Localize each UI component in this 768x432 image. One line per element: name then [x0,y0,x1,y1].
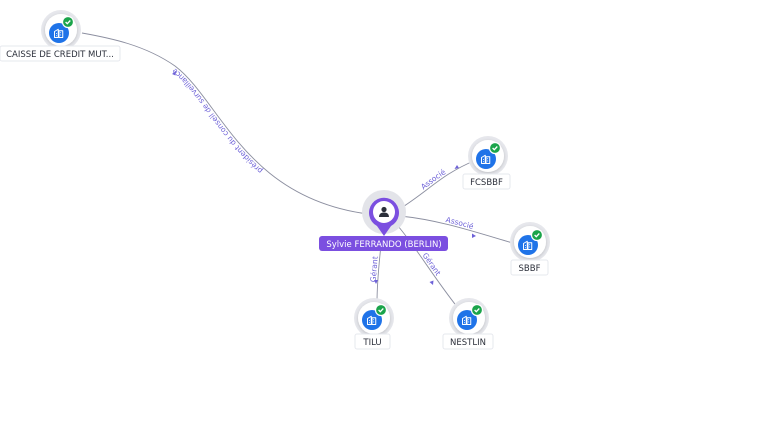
edge-label-tilu: Gérant [369,256,380,283]
arrow-sbbf [472,233,476,238]
company-label-nestlin: NESTLIN [450,338,486,348]
svg-text:Associé: Associé [445,215,475,231]
arrow-tilu [374,280,378,284]
company-label-tilu: TILU [362,338,381,348]
edge-label-nestlin: Gérant [421,251,443,277]
check-icon [534,233,540,238]
person-label: Sylvie FERRANDO (BERLIN) [326,240,441,250]
person-icon [379,206,389,217]
svg-text:Gérant: Gérant [421,251,443,277]
edge-label-fcsbbf: Associé [419,167,448,191]
arrow-caisse [172,71,176,76]
company-node-caisse[interactable]: CAISSE DE CREDIT MUT... [0,10,121,62]
check-icon [65,20,71,25]
company-node-nestlin[interactable]: NESTLIN [442,298,494,350]
edge-label-sbbf: Associé [445,215,475,231]
arrow-nestlin [429,280,434,285]
company-label-caisse: CAISSE DE CREDIT MUT... [6,50,114,60]
company-node-sbbf[interactable]: SBBF [510,222,550,276]
edges: président du conseil de surveillance Ass… [81,32,517,309]
company-node-tilu[interactable]: TILU [354,298,394,350]
check-icon [492,146,498,151]
svg-text:président du conseil de survei: président du conseil de surveillance [170,66,264,175]
edge-caisse[interactable]: président du conseil de surveillance [81,32,369,215]
company-label-sbbf: SBBF [519,264,541,274]
arrow-fcsbbf [454,165,459,169]
person-label-box [319,236,448,251]
svg-text:Gérant: Gérant [369,256,380,283]
check-icon [474,308,480,313]
check-icon [378,308,384,313]
svg-text:Associé: Associé [419,167,448,191]
company-label-fcsbbf: FCSBBF [470,178,503,188]
edge-label-caisse: président du conseil de surveillance [170,66,264,175]
center-person-node[interactable]: Sylvie FERRANDO (BERLIN) [319,190,448,251]
company-node-fcsbbf[interactable]: FCSBBF [462,136,511,190]
